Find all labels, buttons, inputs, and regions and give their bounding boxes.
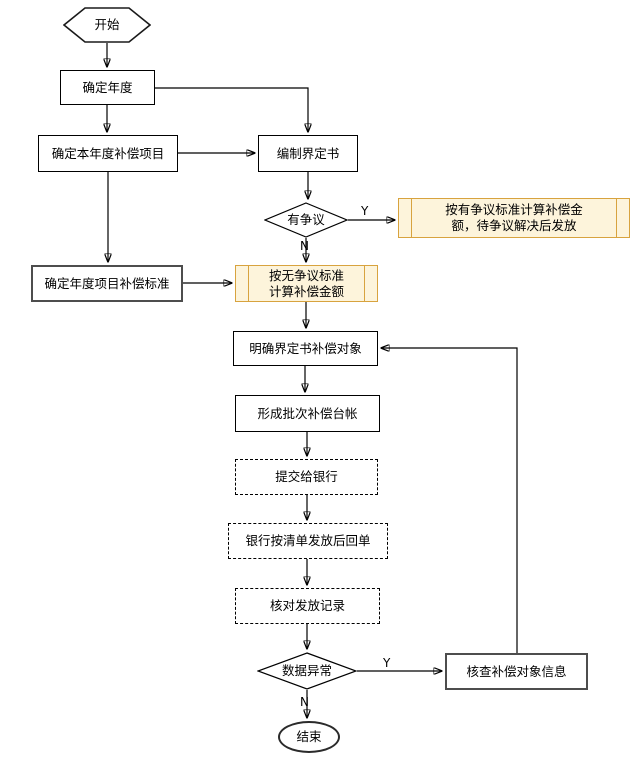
node-anomaly-decision: 数据异常 (257, 652, 357, 690)
node-submit-bank-label: 提交给银行 (275, 469, 338, 485)
node-anomaly-decision-label: 数据异常 (281, 663, 332, 679)
edge-label-dispute-no: N (300, 239, 309, 253)
flow-arrow-determine-year-compile (155, 87, 308, 132)
node-bank-receipt-label: 银行按清单发放后回单 (245, 533, 371, 549)
node-clarify-targets-label: 明确界定书补偿对象 (249, 340, 362, 356)
node-undisputed-calc: 按无争议标准 计算补偿金额 (235, 265, 378, 302)
node-verify-records: 核对发放记录 (235, 588, 380, 624)
node-dispute-decision-label: 有争议 (287, 212, 325, 228)
node-end-label: 结束 (296, 729, 322, 745)
edge-label-anomaly-yes: Y (383, 656, 391, 670)
node-determine-year-label: 确定年度 (82, 79, 133, 95)
node-start-label: 开始 (94, 17, 120, 33)
node-form-ledger-label: 形成批次补偿台帐 (257, 405, 358, 421)
node-verify-records-label: 核对发放记录 (269, 598, 345, 614)
node-clarify-targets: 明确界定书补偿对象 (233, 331, 378, 366)
node-disputed-calc: 按有争议标准计算补偿金 额，待争议解决后发放 (398, 198, 630, 238)
node-start: 开始 (63, 7, 151, 43)
node-determine-year-items-label: 确定本年度补偿项目 (51, 145, 165, 161)
flow-arrow-check-back-clarify (381, 348, 518, 653)
node-undisputed-calc-label: 按无争议标准 计算补偿金额 (268, 267, 344, 299)
node-dispute-decision: 有争议 (264, 202, 348, 238)
node-end: 结束 (278, 721, 340, 753)
node-determine-standard-label: 确定年度项目补偿标准 (44, 275, 170, 291)
node-check-target-info: 核查补偿对象信息 (445, 653, 588, 690)
node-compile-definition-label: 编制界定书 (276, 145, 340, 161)
node-determine-year: 确定年度 (60, 70, 155, 105)
node-compile-definition: 编制界定书 (258, 135, 358, 172)
node-disputed-calc-label: 按有争议标准计算补偿金 额，待争议解决后发放 (445, 202, 583, 233)
node-determine-year-items: 确定本年度补偿项目 (38, 135, 178, 172)
edge-label-anomaly-no: N (300, 695, 309, 709)
node-submit-bank: 提交给银行 (235, 459, 378, 495)
node-determine-standard: 确定年度项目补偿标准 (31, 265, 183, 302)
edge-label-dispute-yes: Y (361, 204, 369, 218)
node-form-ledger: 形成批次补偿台帐 (235, 395, 380, 432)
node-check-target-info-label: 核查补偿对象信息 (466, 663, 567, 679)
node-bank-receipt: 银行按清单发放后回单 (228, 523, 388, 559)
